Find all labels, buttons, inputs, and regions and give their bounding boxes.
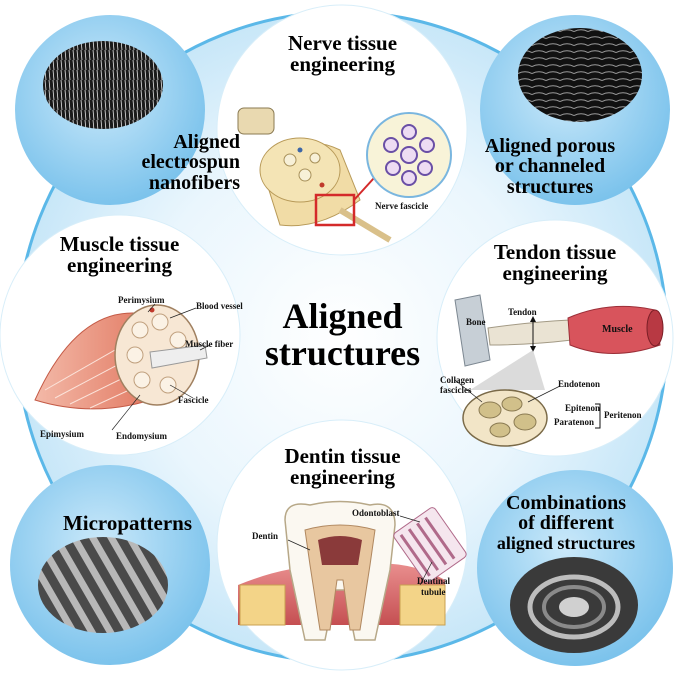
- dentin-illustration: [238, 500, 467, 641]
- collagen-label-2: fascicles: [440, 385, 472, 395]
- odontoblast-label: Odontoblast: [352, 508, 400, 518]
- combinations-line3: aligned structures: [496, 532, 636, 553]
- nanofibers-line2: electrospun: [141, 151, 240, 174]
- muscle-label: Muscle: [602, 324, 633, 335]
- nerve-illustration: [237, 107, 452, 243]
- nerve-title-line1: Nerve tissue: [287, 31, 398, 55]
- porous-label: Aligned porous or channeled structures: [470, 135, 630, 198]
- dentinal-label-2: tubule: [421, 587, 446, 597]
- porous-line2: or channeled: [494, 155, 606, 178]
- dentin-title-line2: engineering: [290, 465, 395, 490]
- tendon-illustration: [454, 294, 664, 447]
- endomysium-label: Endomysium: [116, 431, 168, 441]
- muscle-title: Muscle tissue engineering: [32, 232, 207, 278]
- leader-lines: [111, 303, 561, 586]
- collagen-label-1: Collagen: [440, 375, 475, 385]
- epimysium-label: Epimysium: [40, 429, 85, 439]
- center-title-line2: structures: [264, 332, 421, 373]
- nanofibers-line3: nanofibers: [148, 171, 240, 194]
- spinal-cord-icon: [237, 107, 275, 135]
- combinations-label: Combinations of different aligned struct…: [478, 492, 654, 553]
- dentin-label: Dentin: [252, 531, 279, 541]
- porous-line1: Aligned porous: [484, 135, 616, 157]
- micropatterns-line1: Micropatterns: [62, 511, 193, 535]
- fascicle-label: Fascicle: [178, 395, 209, 405]
- micropatterns-label: Micropatterns: [40, 511, 215, 535]
- combination-image: [510, 557, 638, 653]
- porous-image: [518, 28, 642, 122]
- callout-box: [314, 193, 356, 227]
- nanofibers-label: Aligned electrospun nanofibers: [110, 131, 240, 194]
- micropattern-image: [38, 537, 168, 633]
- tendon-title-line2: engineering: [502, 261, 608, 286]
- tendon-label: Tendon: [508, 307, 537, 317]
- endotenon-label: Endotenon: [558, 379, 601, 389]
- muscle-title-line1: Muscle tissue: [59, 232, 180, 256]
- bone-label: Bone: [466, 317, 486, 327]
- perimysium-label: Perimysium: [118, 295, 165, 305]
- dentinal-label-1: Dentinal: [417, 576, 451, 586]
- epitenon-label: Epitenon: [565, 403, 601, 413]
- combinations-line2: of different: [518, 512, 614, 535]
- combinations-line1: Combinations: [505, 492, 627, 514]
- porous-line3: structures: [506, 175, 594, 198]
- center-title-line1: Aligned: [282, 296, 403, 336]
- tendon-title-line1: Tendon tissue: [493, 240, 617, 264]
- dentin-title: Dentin tissue engineering: [255, 444, 430, 490]
- nerve-title: Nerve tissue engineering: [250, 31, 435, 77]
- muscle-fiber-label: Muscle fiber: [185, 339, 234, 349]
- peritenon-label: Peritenon: [604, 410, 642, 420]
- blood-vessel-label: Blood vessel: [196, 301, 243, 311]
- nerve-title-line2: engineering: [290, 52, 395, 77]
- muscle-illustration: [34, 304, 208, 410]
- dentin-title-line1: Dentin tissue: [284, 444, 401, 468]
- nanofibers-line1: Aligned: [173, 131, 240, 153]
- tendon-title: Tendon tissue engineering: [470, 240, 640, 286]
- center-title: Aligned structures: [240, 298, 445, 371]
- nerve-fascicle-label: Nerve fascicle: [375, 201, 429, 211]
- muscle-title-line2: engineering: [67, 253, 172, 278]
- nanofiber-image: [43, 41, 163, 129]
- paratenon-label: Paratenon: [554, 417, 594, 427]
